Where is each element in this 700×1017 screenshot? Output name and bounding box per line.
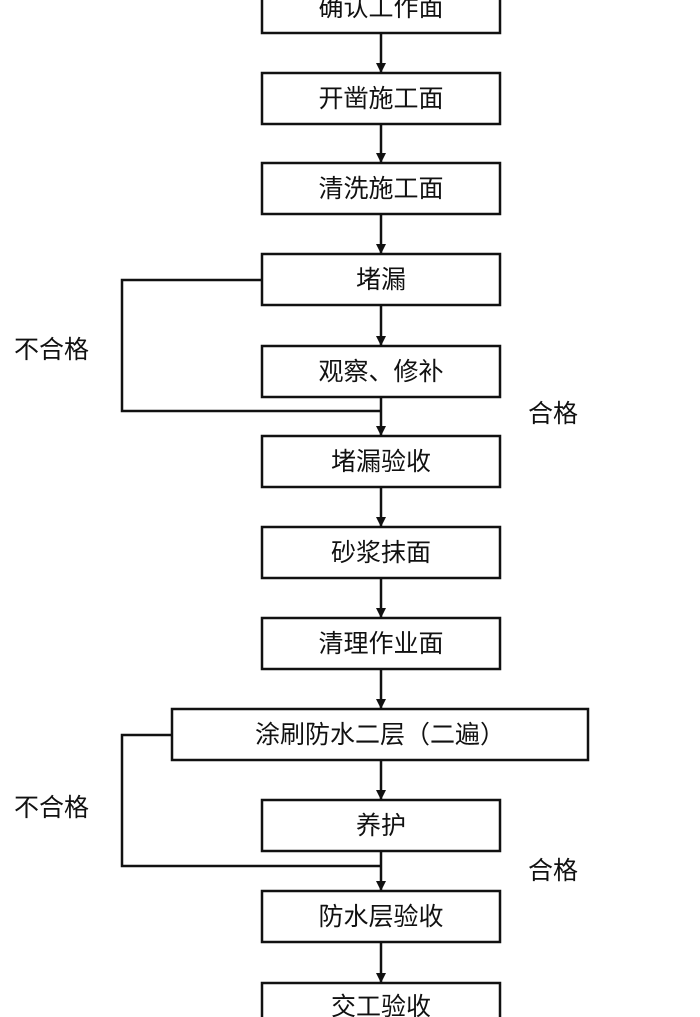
fail-label-2: 不合格 — [14, 793, 89, 822]
step-label-1: 确认工作面 — [318, 0, 443, 22]
step-label-3: 清洗施工面 — [318, 174, 443, 203]
step-label-5: 观察、修补 — [318, 357, 443, 386]
fail-label-1: 不合格 — [14, 335, 89, 364]
step-box-10: 养护 — [260, 798, 502, 853]
rework-loop-1 — [120, 278, 381, 413]
step-box-7: 砂浆抹面 — [260, 525, 502, 580]
step-label-9: 涂刷防水二层（二遍） — [255, 720, 505, 749]
step-label-8: 清理作业面 — [318, 629, 443, 658]
step-box-6: 堵漏验收 — [260, 434, 502, 489]
step-label-4: 堵漏 — [356, 265, 406, 294]
step-box-4: 堵漏 — [260, 252, 502, 307]
step-box-1: 确认工作面 — [260, 0, 502, 35]
pass-label-1: 合格 — [528, 399, 578, 428]
step-label-10: 养护 — [356, 811, 406, 840]
step-box-5: 观察、修补 — [260, 344, 502, 399]
step-label-12: 交工验收 — [331, 992, 431, 1017]
step-box-9: 涂刷防水二层（二遍） — [170, 707, 590, 762]
step-box-8: 清理作业面 — [260, 616, 502, 671]
step-label-11: 防水层验收 — [318, 902, 443, 931]
pass-label-2: 合格 — [528, 856, 578, 885]
step-box-3: 清洗施工面 — [260, 161, 502, 216]
step-box-11: 防水层验收 — [260, 889, 502, 944]
step-box-2: 开凿施工面 — [260, 71, 502, 126]
step-label-6: 堵漏验收 — [331, 447, 431, 476]
step-label-7: 砂浆抹面 — [331, 538, 431, 567]
step-box-12: 交工验收 — [260, 981, 502, 1017]
step-label-2: 开凿施工面 — [318, 84, 443, 113]
rework-loop-2 — [120, 733, 381, 868]
